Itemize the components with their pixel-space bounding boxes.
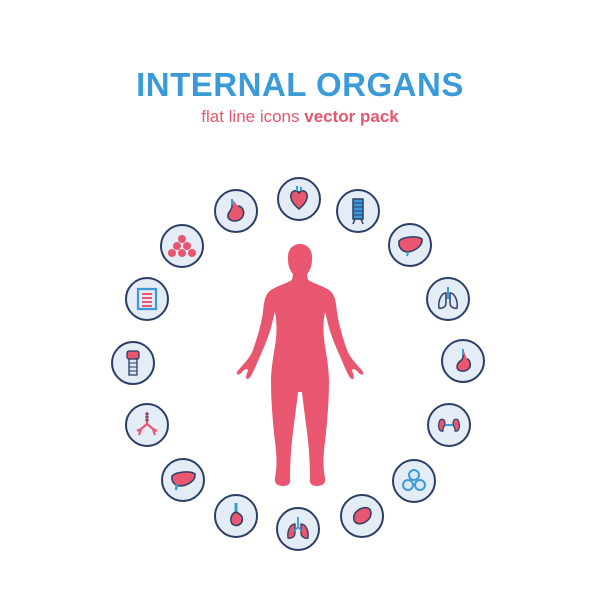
intestines-icon (125, 277, 169, 321)
stomach-tube-icon (214, 189, 258, 233)
kidneys-icon (427, 403, 471, 447)
subtitle-bold: vector pack (304, 107, 399, 126)
bronchi-icon (125, 403, 169, 447)
subtitle-light: flat line icons (201, 107, 300, 126)
page-subtitle: flat line icons vector pack (0, 107, 600, 127)
spleen-icon (340, 494, 384, 538)
trachea-icon (336, 189, 380, 233)
page-title: INTERNAL ORGANS (136, 66, 464, 103)
liver-icon (388, 223, 432, 267)
lungs-bronchi-icon (276, 507, 320, 551)
blood-cells-icon (160, 224, 204, 268)
cells-icon (392, 459, 436, 503)
heart-icon (277, 177, 321, 221)
human-body-silhouette (236, 244, 364, 486)
throat-icon (111, 341, 155, 385)
esophagus-stomach-icon (214, 494, 258, 538)
lungs-icon (426, 277, 470, 321)
stomach-icon (441, 339, 485, 383)
liver-gallbladder-icon (161, 458, 205, 502)
